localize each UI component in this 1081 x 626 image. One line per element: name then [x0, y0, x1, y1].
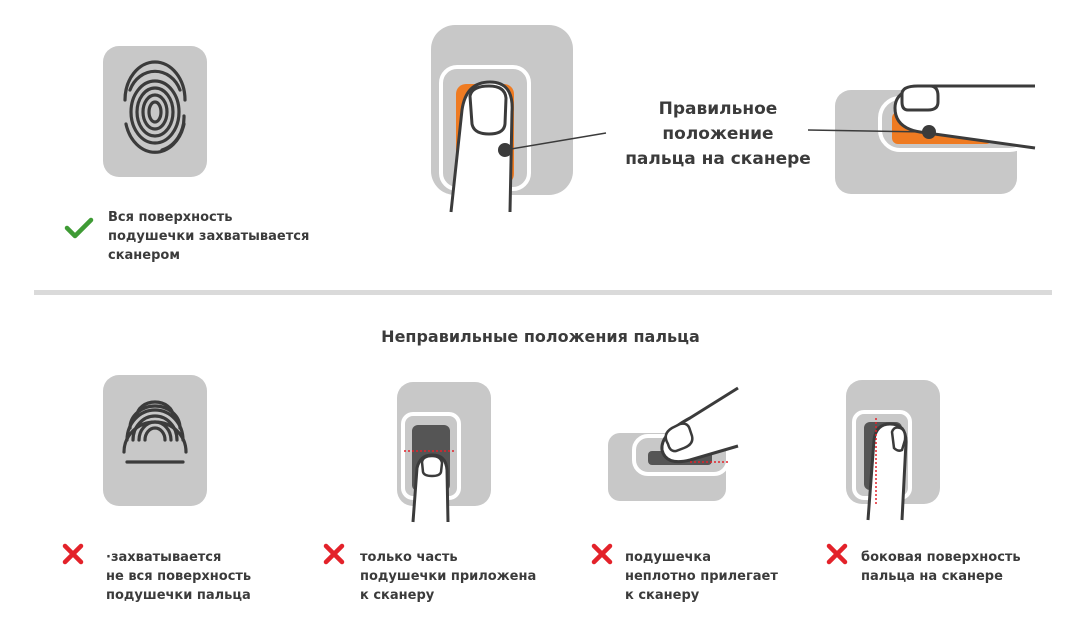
incorrect-caption-1: ·захватывается не вся поверхность подуше…: [106, 550, 252, 603]
cross-icon: [591, 543, 613, 565]
cross-icon: [62, 543, 84, 565]
incorrect-section-title: Неправильные положения пальца: [381, 327, 700, 346]
correct-caption: Вся поверхность подушечки захватывается …: [108, 210, 310, 263]
cross-icon: [826, 543, 848, 565]
incorrect-caption-3: подушечка неплотно прилегает к сканеру: [625, 550, 778, 603]
correct-callout: Правильное положение пальца на сканере: [625, 99, 811, 169]
incorrect-caption-4: боковая поверхность пальца на сканере: [861, 550, 1021, 584]
section-divider: [34, 290, 1052, 295]
incorrect-caption-2: только часть подушечки приложена к скане…: [360, 550, 537, 603]
checkmark-icon: [64, 217, 94, 239]
cross-icon: [323, 543, 345, 565]
